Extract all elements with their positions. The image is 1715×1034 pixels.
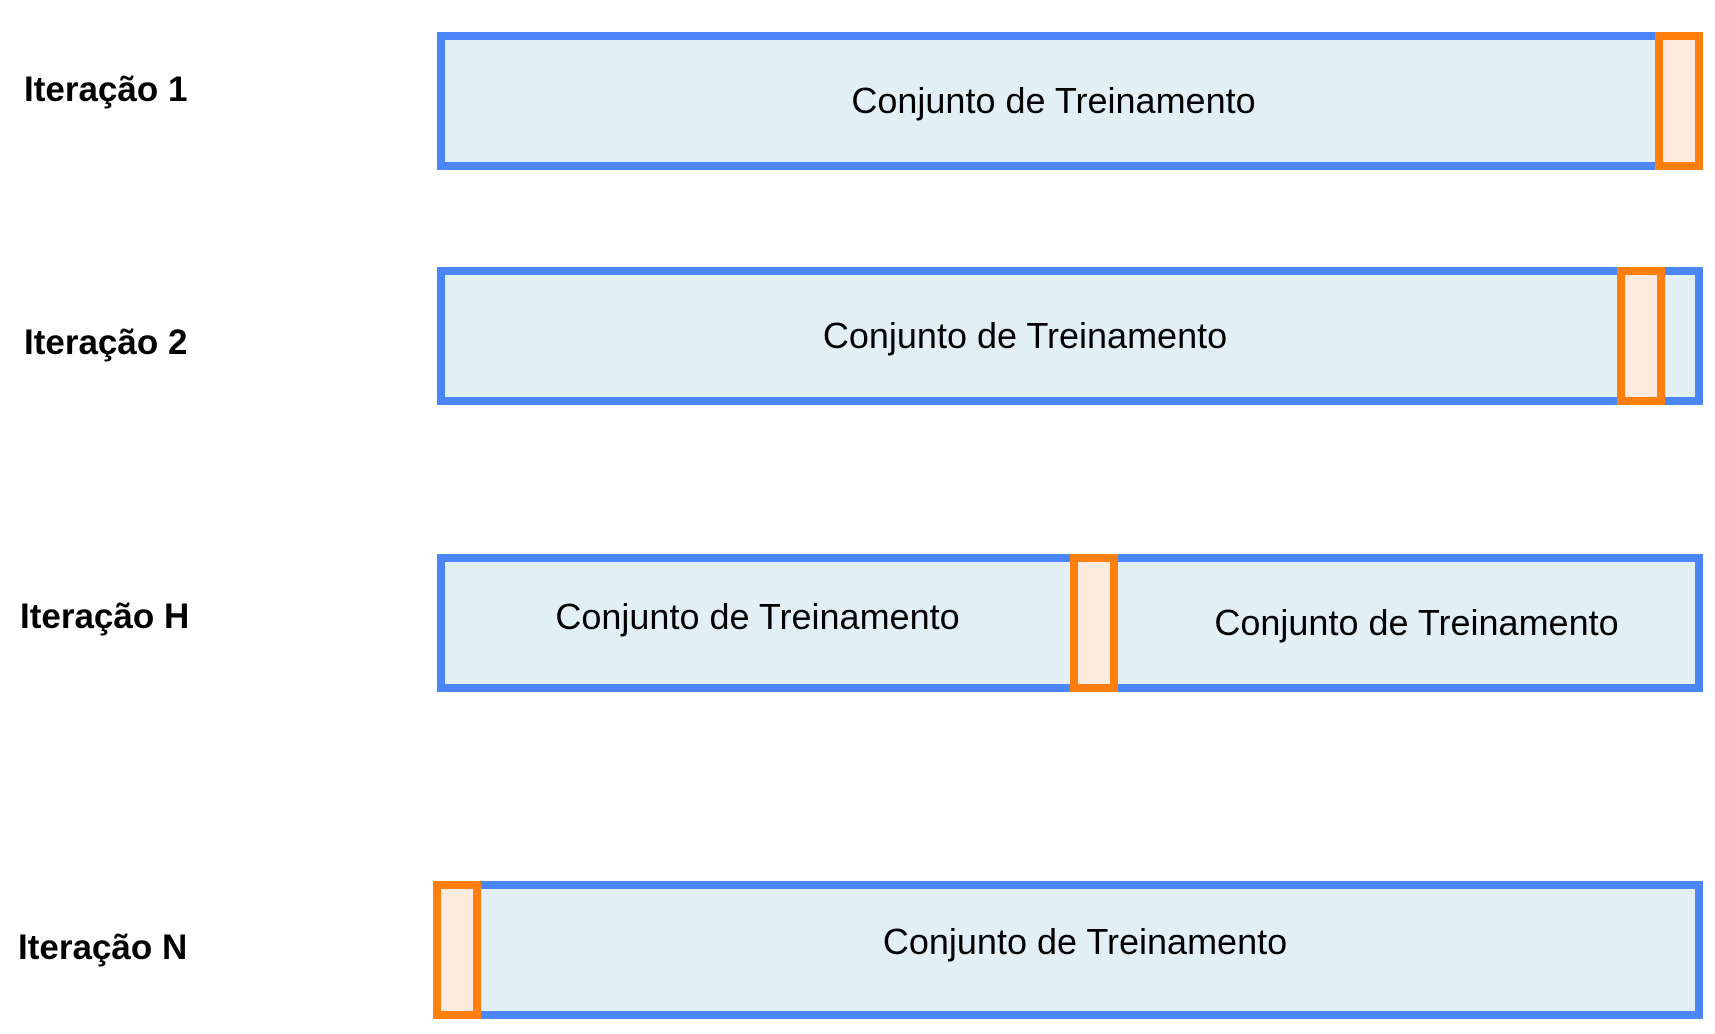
validation-fold — [1617, 267, 1665, 405]
training-set-bar: Conjunto de Treinamento — [437, 267, 1703, 405]
training-set-label: Conjunto de Treinamento — [1214, 602, 1619, 643]
training-set-bar: Conjunto de Treinamento — [467, 881, 1703, 1019]
training-set-label: Conjunto de Treinamento — [822, 315, 1228, 356]
row-label-iteration-n: Iteração N — [18, 928, 188, 967]
validation-fold — [1655, 32, 1703, 170]
training-set-bar: Conjunto de Treinamento — [437, 32, 1670, 170]
row-label-iteration-2: Iteração 2 — [24, 323, 188, 362]
validation-fold — [433, 881, 481, 1019]
training-set-bar-right: Conjunto de Treinamento — [1110, 554, 1703, 692]
training-set-label: Conjunto de Treinamento — [882, 921, 1288, 962]
row-label-iteration-1: Iteração 1 — [24, 70, 188, 109]
training-set-label: Conjunto de Treinamento — [851, 80, 1256, 121]
training-set-label: Conjunto de Treinamento — [555, 596, 960, 637]
validation-fold — [1070, 554, 1118, 692]
training-set-bar-left: Conjunto de Treinamento — [437, 554, 1078, 692]
row-label-iteration-h: Iteração H — [20, 597, 190, 636]
